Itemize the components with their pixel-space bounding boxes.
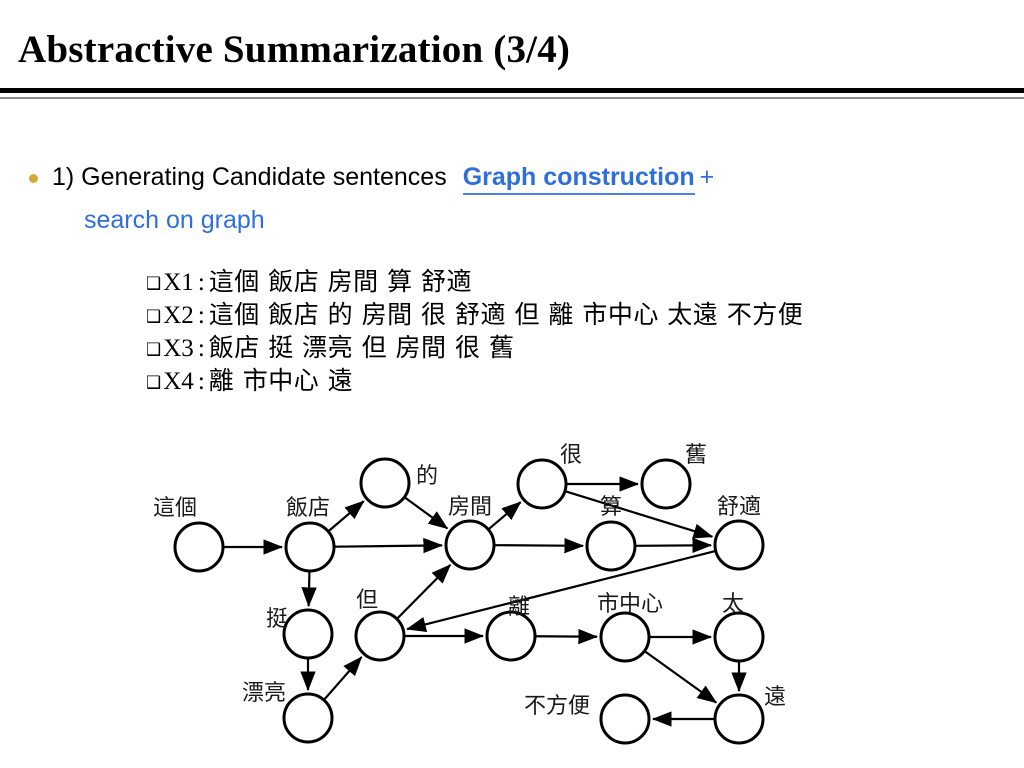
graph-node-label: 飯店 [285, 496, 331, 521]
sentence-text: 這個 飯店 的 房間 很 舒適 但 離 市中心 太遠 不方便 [208, 300, 804, 329]
graph-node-label: 這個 [152, 496, 198, 521]
graph-edge-group [224, 476, 747, 727]
sentence-colon: : [197, 302, 205, 329]
graph-node[interactable] [485, 610, 537, 662]
page-title: Abstractive Summarization (3/4) [18, 28, 571, 71]
graph-edge [535, 628, 599, 645]
graph-node[interactable] [359, 457, 411, 509]
sentence-colon: : [197, 335, 205, 362]
graph-edge [635, 537, 713, 554]
graph-node-group [173, 457, 765, 745]
sentence-text: 離 市中心 遠 [208, 366, 354, 395]
graph-node-label: 舒適 [716, 495, 762, 520]
title-divider-thin [0, 97, 1024, 99]
graph-edge [328, 500, 365, 532]
sentence-colon: : [197, 368, 205, 395]
graph-node-label: 很 [559, 443, 583, 468]
title-divider-thick [0, 88, 1024, 93]
graph-node[interactable] [585, 520, 637, 572]
sentence-row: ❑X2:這個 飯店 的 房間 很 舒適 但 離 市中心 太遠 不方便 [146, 295, 804, 329]
graph-node-label: 離 [507, 595, 531, 620]
graph-node[interactable] [173, 521, 225, 573]
sentence-id: X2 [163, 302, 194, 329]
graph-node-label: 房間 [447, 495, 493, 520]
graph-edge [301, 571, 317, 608]
graph-node-label: 不方便 [523, 694, 591, 719]
graph-node[interactable] [282, 608, 334, 660]
sentence-id: X4 [163, 368, 194, 395]
graph-node[interactable] [354, 610, 406, 662]
graph-node-label: 算 [599, 495, 623, 520]
graph-edge [494, 537, 585, 554]
sentence-id: X3 [163, 335, 194, 362]
graph-node-label: 但 [355, 588, 379, 613]
sentence-text: 飯店 挺 漂亮 但 房間 很 舊 [208, 333, 515, 362]
graph-node-label: 挺 [265, 607, 289, 632]
graph-node-label: 太 [721, 592, 745, 617]
square-bullet-icon: ❑ [146, 340, 162, 360]
graph-node-label: 遠 [763, 685, 787, 710]
bullet-line-secondary: search on graph [84, 206, 265, 234]
graph-edge [334, 537, 444, 554]
graph-node[interactable] [516, 458, 568, 510]
graph-node[interactable] [444, 519, 496, 571]
graph-node-label: 的 [415, 464, 439, 489]
square-bullet-icon: ❑ [146, 307, 162, 327]
graph-node[interactable] [640, 458, 692, 510]
graph-node-label: 舊 [684, 443, 708, 468]
graph-node-label: 市中心 [596, 592, 664, 617]
bullet-text-black: 1) Generating Candidate sentences [52, 163, 447, 191]
graph-edge [404, 496, 449, 530]
sentence-text: 這個 飯店 房間 算 舒適 [208, 267, 473, 296]
graph-node[interactable] [284, 521, 336, 573]
sentence-colon: : [197, 269, 205, 296]
candidate-sentence-list: ❑X1:這個 飯店 房間 算 舒適❑X2:這個 飯店 的 房間 很 舒適 但 離… [146, 262, 804, 395]
sentence-id: X1 [163, 269, 194, 296]
graph-edge [323, 656, 363, 700]
graph-node[interactable] [713, 519, 765, 571]
graph-edge [565, 490, 714, 539]
graph-edge [488, 501, 522, 530]
bullet-text-plus: + [699, 163, 715, 191]
bullet-line-primary: 1) Generating Candidate sentences Graph c… [52, 160, 715, 195]
graph-edge [644, 650, 718, 704]
graph-node[interactable] [599, 693, 651, 745]
sentence-row: ❑X3:飯店 挺 漂亮 但 房間 很 舊 [146, 328, 803, 362]
square-bullet-icon: ❑ [146, 373, 162, 393]
graph-edge [406, 550, 716, 632]
bullet-text-graph-construction: Graph construction [462, 163, 695, 195]
graph-node[interactable] [599, 611, 651, 663]
bullet-dot-icon [29, 174, 38, 183]
graph-node[interactable] [713, 693, 765, 745]
sentence-row: ❑X1:這個 飯店 房間 算 舒適 [146, 262, 803, 296]
graph-node[interactable] [713, 611, 765, 663]
graph-node-label: 漂亮 [241, 681, 287, 706]
square-bullet-icon: ❑ [146, 274, 162, 294]
graph-edge [396, 564, 452, 619]
graph-node[interactable] [282, 692, 334, 744]
sentence-row: ❑X4:離 市中心 遠 [146, 361, 803, 395]
